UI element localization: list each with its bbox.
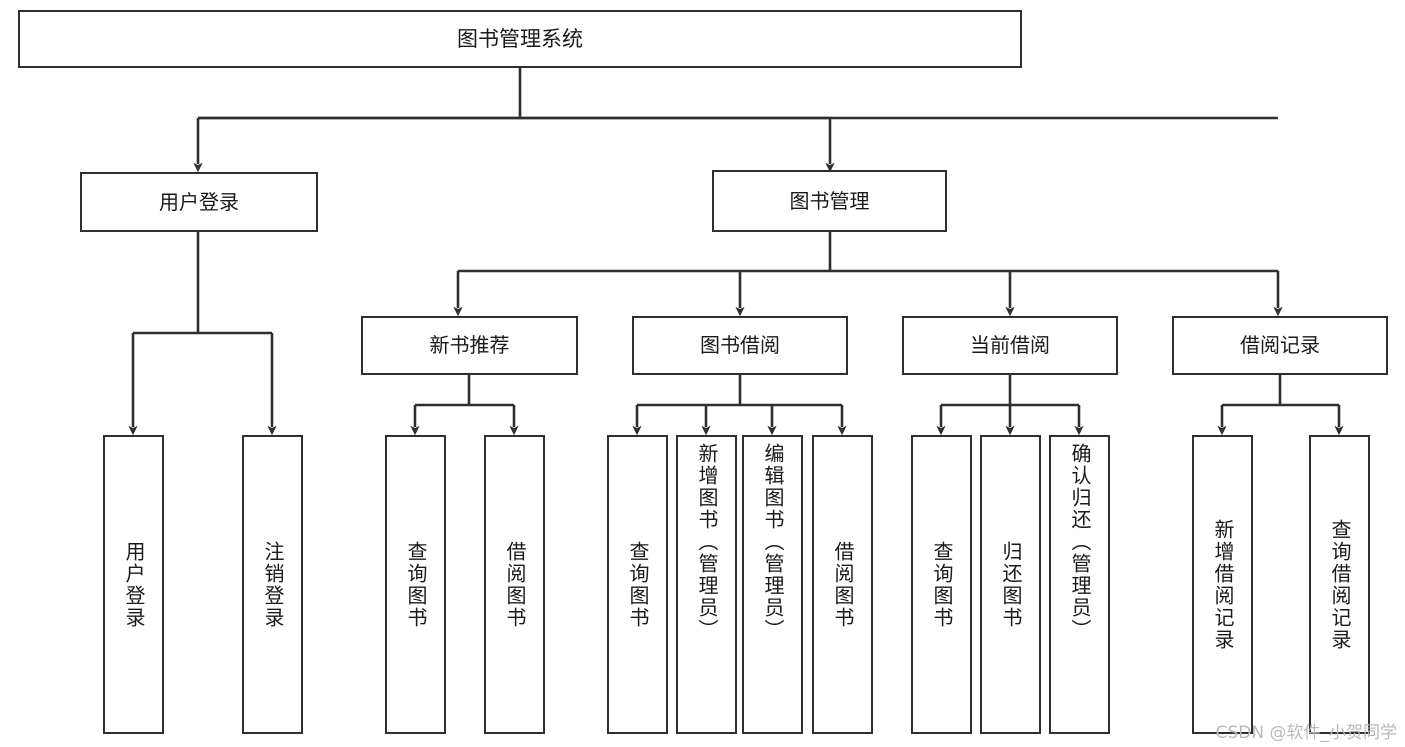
node-book-management[interactable]: 图书管理 [712, 170, 947, 232]
leaf-label: 新增图书（管理员） [695, 443, 719, 641]
leaf-user-login-logout[interactable]: 注销登录 [242, 435, 303, 734]
leaf-current-borrow-return-book[interactable]: 归还图书 [980, 435, 1041, 734]
leaf-label: 借阅图书 [503, 540, 527, 629]
node-root-system[interactable]: 图书管理系统 [18, 10, 1022, 68]
node-user-login[interactable]: 用户登录 [80, 172, 318, 232]
leaf-label: 新增借阅记录 [1211, 518, 1235, 651]
leaf-label: 查询借阅记录 [1328, 518, 1352, 651]
node-book-borrow[interactable]: 图书借阅 [632, 316, 848, 375]
leaf-user-login-login[interactable]: 用户登录 [103, 435, 164, 734]
leaf-book-borrow-add-book-admin[interactable]: 新增图书（管理员） [676, 435, 737, 734]
leaf-new-book-query-book[interactable]: 查询图书 [385, 435, 446, 734]
node-current-borrow[interactable]: 当前借阅 [902, 316, 1118, 375]
leaf-label: 查询图书 [930, 540, 954, 629]
leaf-label: 查询图书 [404, 540, 428, 629]
leaf-label: 确认归还（管理员） [1068, 443, 1092, 641]
leaf-borrow-record-query-record[interactable]: 查询借阅记录 [1309, 435, 1370, 734]
leaf-current-borrow-query-book[interactable]: 查询图书 [911, 435, 972, 734]
leaf-current-borrow-confirm-return-admin[interactable]: 确认归还（管理员） [1049, 435, 1110, 734]
leaf-borrow-record-add-record[interactable]: 新增借阅记录 [1192, 435, 1253, 734]
leaf-label: 查询图书 [626, 540, 650, 629]
leaf-label: 借阅图书 [831, 540, 855, 629]
leaf-book-borrow-edit-book-admin[interactable]: 编辑图书（管理员） [742, 435, 803, 734]
leaf-book-borrow-query-book[interactable]: 查询图书 [607, 435, 668, 734]
leaf-label: 用户登录 [122, 540, 146, 629]
node-new-book-recommend[interactable]: 新书推荐 [361, 316, 578, 375]
leaf-book-borrow-borrow-book[interactable]: 借阅图书 [812, 435, 873, 734]
leaf-label: 注销登录 [261, 540, 285, 629]
leaf-new-book-borrow-book[interactable]: 借阅图书 [484, 435, 545, 734]
node-borrow-record[interactable]: 借阅记录 [1172, 316, 1388, 375]
leaf-label: 编辑图书（管理员） [761, 443, 785, 641]
leaf-label: 归还图书 [999, 540, 1023, 629]
